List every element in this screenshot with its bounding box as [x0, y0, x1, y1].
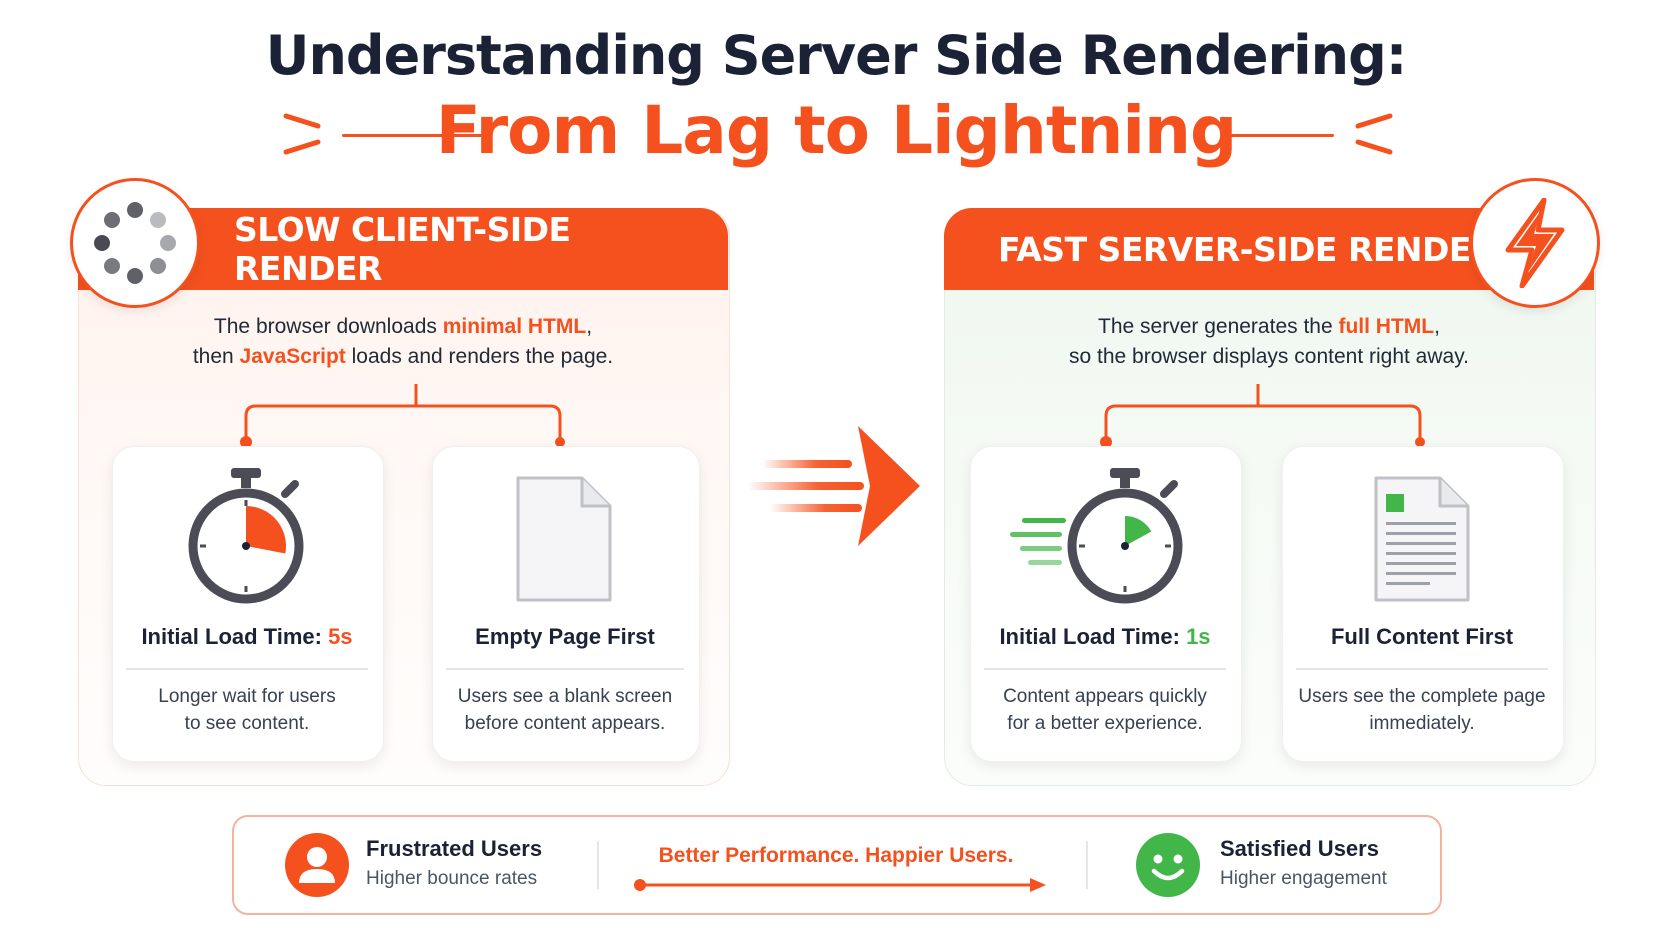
title-line-2: From Lag to Lightning	[435, 92, 1238, 169]
blank-document-icon	[516, 476, 612, 602]
transition-arrow-icon	[748, 426, 920, 546]
progress-arrow-icon	[634, 878, 1046, 892]
frustrated-users-sub: Higher bounce rates	[366, 868, 538, 889]
full-document-icon	[1374, 476, 1470, 602]
client-side-description: The browser downloads minimal HTML, then…	[192, 315, 614, 368]
empty-page-title: Empty Page First	[475, 624, 655, 649]
card-divider	[984, 668, 1226, 670]
server-side-description: The server generates the full HTML, so t…	[1069, 315, 1469, 368]
card-divider	[126, 668, 368, 670]
slow-load-time-title: Initial Load Time: 5s	[141, 624, 353, 649]
outcome-separator	[1086, 841, 1088, 889]
frustrated-user-icon	[285, 833, 349, 897]
performance-tagline: Better Performance. Happier Users.	[658, 844, 1014, 867]
left-chevron-decoration	[283, 113, 321, 155]
spinner-badge	[70, 178, 200, 308]
satisfied-user-icon	[1136, 833, 1200, 897]
slow-load-wedge	[246, 506, 286, 554]
card-divider	[446, 668, 684, 670]
fast-stopwatch-icon	[1010, 468, 1183, 604]
satisfied-users-sub: Higher engagement	[1220, 868, 1387, 889]
satisfied-users-label: Satisfied Users	[1220, 836, 1379, 861]
fast-load-time-title: Initial Load Time: 1s	[999, 624, 1211, 649]
server-side-connector	[1100, 384, 1425, 448]
right-chevron-decoration	[1355, 113, 1393, 155]
stopwatch-icon	[188, 468, 304, 604]
outcome-bar	[232, 815, 1442, 915]
title-line-1: Understanding Server Side Rendering:	[265, 24, 1408, 87]
full-content-title: Full Content First	[1330, 624, 1514, 649]
lightning-icon	[1505, 198, 1565, 288]
spinner-icon	[94, 202, 176, 284]
card-divider	[1296, 668, 1548, 670]
frustrated-users-label: Frustrated Users	[366, 836, 543, 861]
right-title-rule	[1226, 134, 1334, 137]
left-title-rule	[342, 134, 482, 137]
fast-load-wedge	[1125, 516, 1152, 546]
client-side-connector	[240, 384, 565, 448]
lightning-badge	[1470, 178, 1600, 308]
outcome-separator	[597, 841, 599, 889]
